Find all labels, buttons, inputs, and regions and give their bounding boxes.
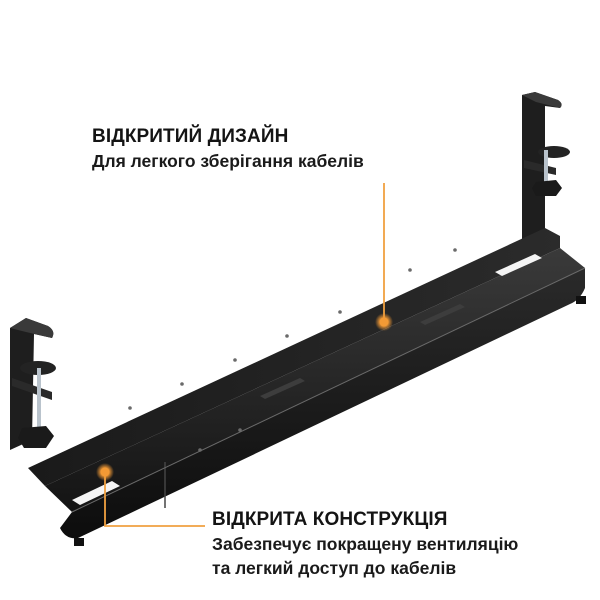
callout-title: ВІДКРИТА КОНСТРУКЦІЯ: [212, 509, 448, 530]
cable-slots: [72, 254, 542, 505]
callout-open-design: ВІДКРИТИЙ ДИЗАЙН Для легкого зберігання …: [92, 125, 364, 173]
left-clamp: [10, 318, 56, 450]
callout-open-construction: ВІДКРИТА КОНСТРУКЦІЯ Забезпечує покращен…: [212, 508, 518, 580]
tray-bottom: [45, 248, 585, 512]
callout-description-line-2: та легкий доступ до кабелів: [212, 558, 457, 578]
callout-description: Для легкого зберігання кабелів: [92, 151, 364, 171]
callout-description-line-1: Забезпечує покращену вентиляцію: [212, 534, 519, 554]
screw-holes: [128, 248, 457, 452]
callout-leaders: [96, 183, 393, 527]
tray-front-wall: [60, 268, 585, 539]
callout-title: ВІДКРИТИЙ ДИЗАЙН: [92, 126, 289, 147]
right-clamp: [522, 92, 570, 262]
